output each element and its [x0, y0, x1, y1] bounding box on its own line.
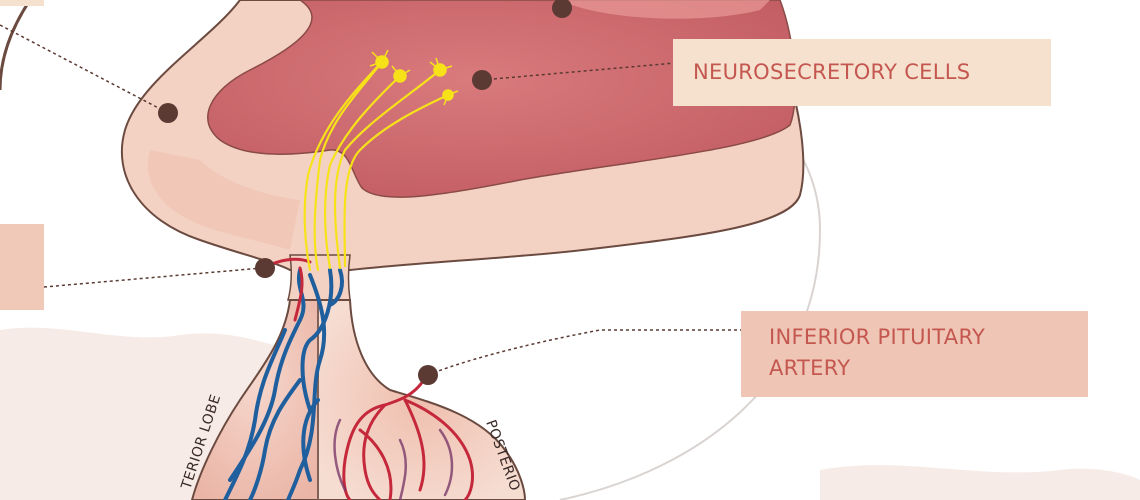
neurosecretory-axons	[303, 60, 450, 272]
inferior-pituitary-artery-line2: ARTERY	[769, 356, 851, 380]
background-wave-right	[820, 465, 1140, 500]
marker-top	[552, 0, 572, 18]
inferior-pituitary-artery-line1: INFERIOR PITUITARY	[769, 325, 986, 349]
hypothalamus-inner-band	[560, 0, 770, 19]
neurosecretory-cell-bodies	[369, 49, 459, 106]
marker-stalk	[255, 258, 275, 278]
leader-lines	[0, 24, 741, 376]
label-box-left-top-partial	[0, 0, 44, 6]
posterior-capillaries	[333, 418, 454, 500]
markers	[158, 0, 572, 385]
portal-veins	[223, 268, 344, 500]
inferior-pituitary-artery-label: INFERIOR PITUITARY ARTERY	[741, 311, 1088, 397]
hypothalamus-outer-shade	[147, 150, 300, 250]
magnifier-circle-left	[0, 0, 32, 91]
leader-neuro	[481, 62, 676, 81]
leader-left-top	[0, 24, 169, 114]
neurosecretory-cells-label: NEUROSECRETORY CELLS	[673, 39, 1051, 106]
posterior-lobe	[317, 299, 527, 500]
marker-neuro	[472, 70, 492, 90]
leader-left-mid	[43, 267, 263, 288]
pituitary-arteries	[268, 257, 474, 500]
hypothalamus-inner	[207, 0, 796, 198]
label-box-left-mid-partial	[0, 224, 44, 310]
marker-left-top	[158, 103, 178, 123]
leader-ipa	[427, 329, 741, 376]
marker-ipa	[418, 365, 438, 385]
